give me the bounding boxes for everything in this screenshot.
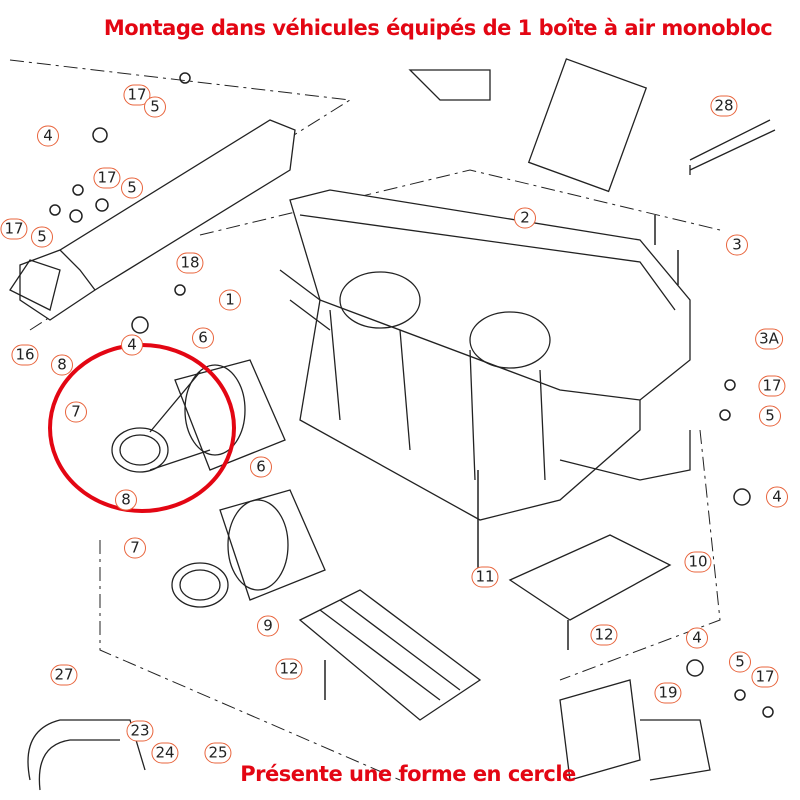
part-label: 4 — [766, 486, 788, 508]
part-label: 6 — [192, 327, 214, 349]
part-label: 17 — [0, 218, 28, 240]
part-label: 5 — [31, 226, 53, 248]
filter-element-upper — [111, 359, 286, 473]
part-label: 4 — [121, 334, 143, 356]
part-label: 4 — [37, 125, 59, 147]
part-label: 7 — [124, 537, 146, 559]
part-label: 3 — [726, 234, 748, 256]
part-label: 27 — [50, 664, 78, 686]
part-label: 17 — [123, 84, 151, 106]
part-label: 5 — [759, 405, 781, 427]
part-label: 12 — [275, 658, 303, 680]
filter-element-lower — [171, 489, 326, 608]
part-label: 25 — [204, 742, 232, 764]
part-label: 17 — [751, 666, 779, 688]
air-box-housing — [279, 189, 691, 521]
part-label: 5 — [144, 96, 166, 118]
diagram-title: Montage dans véhicules équipés de 1 boît… — [103, 16, 773, 40]
part-label: 17 — [758, 375, 786, 397]
part-label: 9 — [257, 615, 279, 637]
part-label: 11 — [471, 566, 499, 588]
hose-assembly — [27, 679, 711, 791]
part-label: 5 — [121, 177, 143, 199]
part-label: 12 — [590, 624, 618, 646]
part-label: 24 — [151, 742, 179, 764]
part-label: 16 — [11, 344, 39, 366]
part-label: 3A — [755, 328, 783, 350]
gasket-strip — [408, 58, 776, 193]
diagram-caption: Présente une forme en cercle — [240, 762, 576, 786]
fasteners — [49, 72, 774, 718]
part-label: 19 — [654, 682, 682, 704]
part-label: 10 — [684, 551, 712, 573]
part-label: 1 — [219, 289, 241, 311]
part-label: 28 — [710, 95, 738, 117]
part-label: 8 — [115, 489, 137, 511]
part-label: 6 — [250, 456, 272, 478]
part-label: 2 — [514, 207, 536, 229]
part-label: 18 — [176, 252, 204, 274]
part-label: 7 — [65, 401, 87, 423]
part-label: 23 — [126, 720, 154, 742]
part-label: 17 — [93, 167, 121, 189]
heat-shield-plate — [298, 534, 672, 721]
part-label: 8 — [51, 354, 73, 376]
part-label: 5 — [729, 651, 751, 673]
part-label: 4 — [686, 627, 708, 649]
intake-duct — [9, 119, 296, 321]
